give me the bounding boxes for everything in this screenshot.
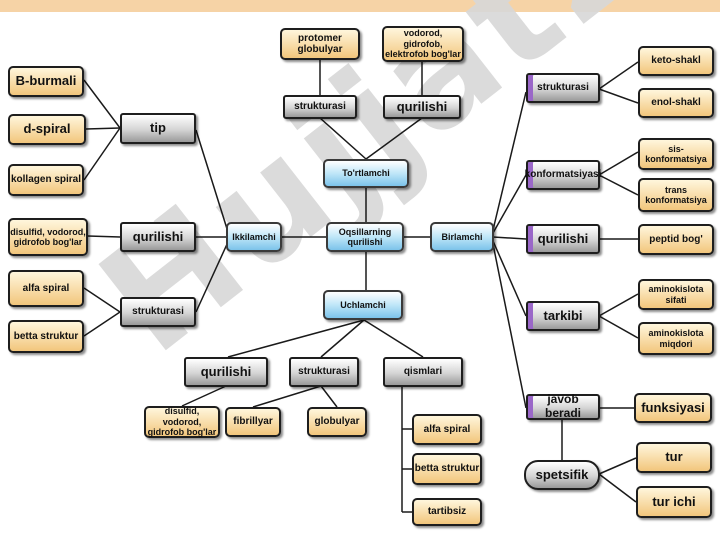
leaf-uchlamchi-bonds: disulfid, vodorod, gidrofob bog'lar [144,406,220,438]
center-node[interactable]: Oqsillarning qurilishi [326,222,404,252]
leaf-sis-konformatsiya: sis-konformatsiya [638,138,714,170]
node-tortlamchi[interactable]: To'rtlamchi [323,159,409,188]
leaf-fibrillyar: fibrillyar [225,407,281,437]
leaf-b-burmali: B-burmali [8,66,84,97]
node-tortlamchi-qurilishi[interactable]: qurilishi [383,95,461,119]
node-tortlamchi-strukturasi[interactable]: strukturasi [283,95,357,119]
leaf-enol-shakl: enol-shakl [638,88,714,118]
leaf-keto-shakl: keto-shakl [638,46,714,76]
leaf-funksiyasi: funksiyasi [634,393,712,423]
leaf-tartibsiz: tartibsiz [412,498,482,526]
leaf-qismlari-alfa: alfa spiral [412,414,482,445]
node-tip[interactable]: tip [120,113,196,144]
node-uchlamchi-strukturasi[interactable]: strukturasi [289,357,359,387]
leaf-ikkilamchi-bonds: disulfid, vodorod, gidrofob bog'lar [8,218,88,256]
node-uchlamchi-qurilishi[interactable]: qurilishi [184,357,268,387]
node-birlamchi-strukturasi[interactable]: strukturasi [526,73,600,103]
leaf-kollagen-spiral: kollagen spiral [8,164,84,196]
leaf-trans-konformatsiya: trans konformatsiya [638,178,714,212]
leaf-peptid-bog: peptid bog' [638,224,714,255]
node-konformatsiyasi[interactable]: konformatsiyasi [525,160,601,190]
top-accent-bar [0,0,720,12]
node-ikkilamchi[interactable]: Ikkilamchi [226,222,282,252]
leaf-alfa-spiral: alfa spiral [8,270,84,307]
leaf-tur-ichi: tur ichi [636,486,712,518]
node-ikkilamchi-strukturasi[interactable]: strukturasi [120,297,196,327]
leaf-tortlamchi-bonds: vodorod, gidrofob, elektrofob bog'lar [382,26,464,62]
node-qismlari[interactable]: qismlari [383,357,463,387]
leaf-globulyar: globulyar [307,407,367,437]
node-javob-beradi[interactable]: javob beradi [526,392,600,420]
node-tarkibi[interactable]: tarkibi [526,301,600,331]
node-ikkilamchi-qurilishi[interactable]: qurilishi [120,222,196,252]
leaf-betta-struktur: betta struktur [8,320,84,353]
leaf-protomer-globulyar: protomer globulyar [280,28,360,60]
node-birlamchi[interactable]: Birlamchi [430,222,494,252]
leaf-aminokislota-sifati: aminokislota sifati [638,279,714,310]
leaf-qismlari-betta: betta struktur [412,453,482,485]
leaf-d-spiral: d-spiral [8,114,86,145]
node-birlamchi-qurilishi[interactable]: qurilishi [526,224,600,254]
leaf-aminokislota-miqdori: aminokislota miqdori [638,322,714,355]
node-uchlamchi[interactable]: Uchlamchi [323,290,403,320]
leaf-tur: tur [636,442,712,473]
node-spetsifik[interactable]: spetsifik [524,460,600,490]
